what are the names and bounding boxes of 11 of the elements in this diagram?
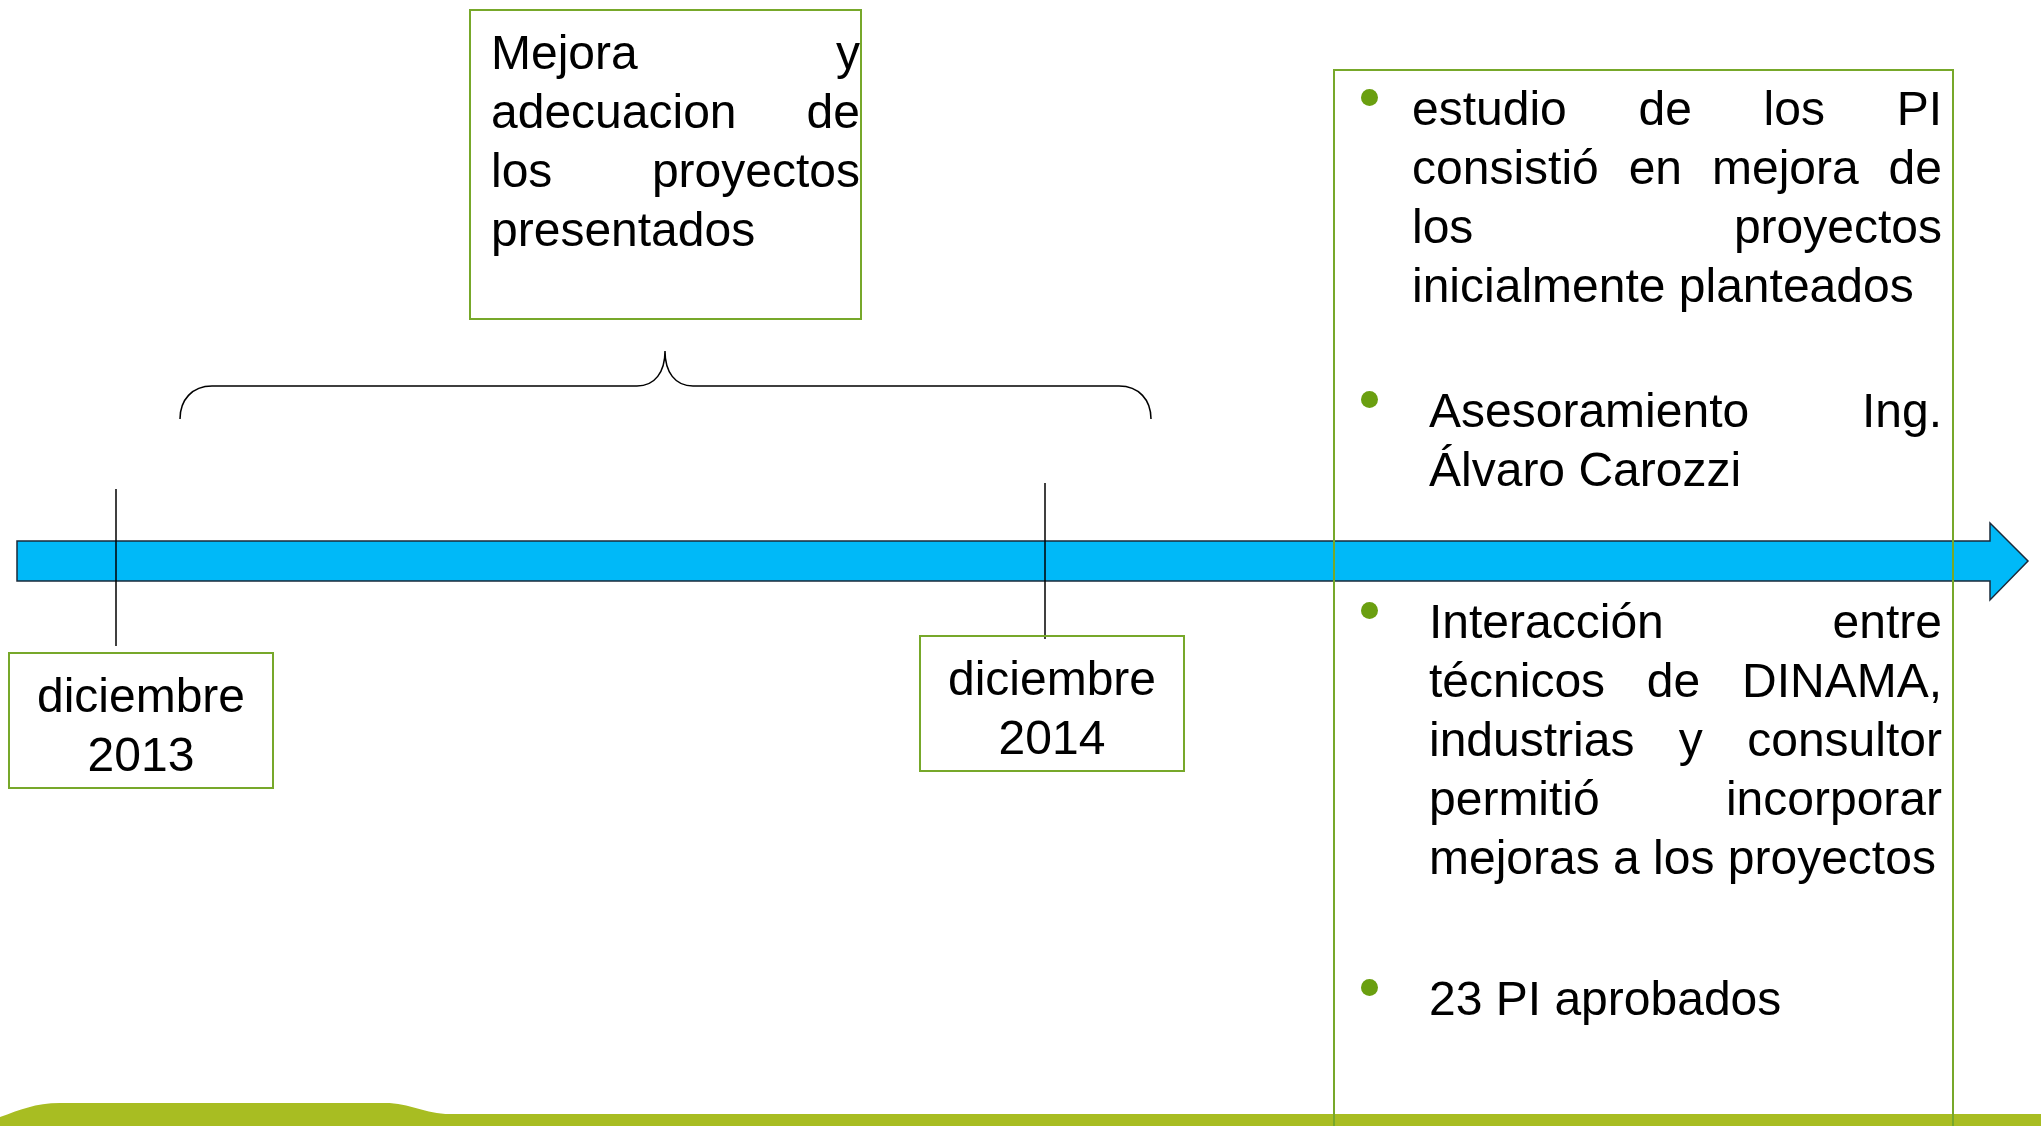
bullet-text: estudio de los PI consistió en mejora de los proyectos inicialmente planteados bbox=[1412, 81, 1942, 314]
text-panel bbox=[1333, 69, 1954, 1126]
date-box bbox=[8, 652, 274, 789]
date-label: diciembre 2013 bbox=[35, 668, 247, 783]
note-box bbox=[469, 9, 862, 320]
date-box bbox=[919, 635, 1185, 772]
note-text: Mejora y adecuacion de los proyectos presentados bbox=[491, 25, 860, 258]
bullet-text: Interacción entre técnicos de DINAMA, industrias y consultor permitió incorporar mejoras a los proyectos bbox=[1429, 594, 1942, 886]
bullet-text: Asesoramiento Ing. Álvaro Carozzi bbox=[1429, 383, 1942, 498]
date-label: diciembre 2014 bbox=[946, 651, 1158, 766]
bullet-text: 23 PI aprobados bbox=[1429, 971, 1783, 1027]
